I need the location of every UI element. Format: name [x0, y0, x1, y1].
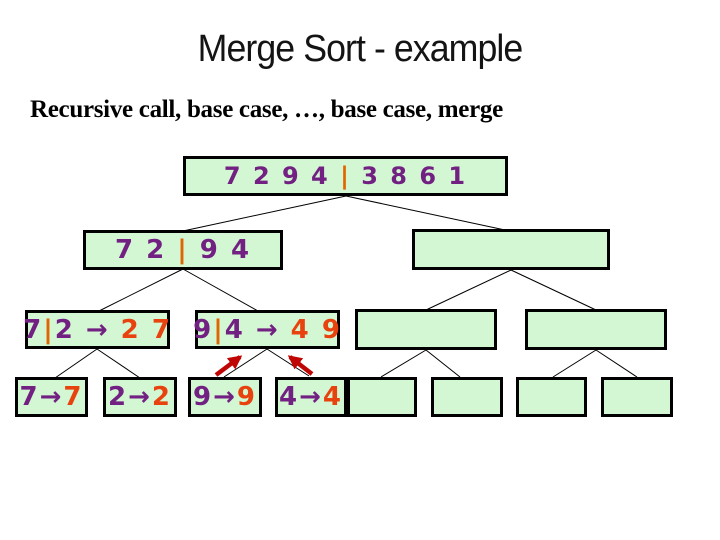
connector-line: [552, 349, 597, 378]
node-segment: 3 8 6 1: [350, 162, 468, 190]
merge-arrow-right: [287, 355, 314, 376]
node-segment: 4→: [279, 382, 323, 412]
node-segment: 4 9: [290, 314, 342, 345]
node-segment: |: [213, 314, 225, 345]
tree-leaf-empty-1: [347, 377, 417, 417]
node-segment: 2→: [108, 382, 152, 412]
tree-node-left-half: 7 2 | 9 4: [83, 230, 283, 270]
connector-line: [345, 195, 506, 231]
connector-line: [182, 195, 347, 232]
node-segment: 4: [322, 382, 343, 412]
connector-line: [425, 269, 512, 311]
connector-line: [510, 269, 597, 311]
tree-leaf-empty-3: [516, 377, 587, 417]
node-segment: |: [177, 235, 189, 265]
merge-arrow-left: [214, 355, 243, 377]
tree-node-right-half-empty: [412, 229, 610, 270]
node-segment: 2: [151, 382, 172, 412]
node-segment: 7: [63, 382, 84, 412]
node-segment: 9: [236, 382, 257, 412]
connector-line: [96, 348, 141, 379]
tree-leaf-7: 7→ 7: [15, 377, 88, 417]
tree-leaf-empty-2: [431, 377, 503, 417]
node-segment: 7→: [19, 382, 64, 412]
tree-node-72-merge: 7 | 2 → 2 7: [23, 310, 172, 349]
node-segment: 7 2: [114, 235, 178, 265]
tree-node-94-merge: 9 | 4 → 4 9: [193, 310, 342, 349]
connector-line: [54, 348, 98, 379]
node-segment: 7: [23, 314, 44, 345]
tree-node-root: 7 2 9 4 | 3 8 6 1: [183, 156, 508, 196]
slide-subtitle: Recursive call, base case, …, base case,…: [30, 96, 503, 123]
node-segment: 7 2 9 4: [223, 162, 341, 190]
connector-line: [425, 349, 461, 378]
tree-node-l3-empty-2: [525, 309, 667, 350]
node-segment: 2 →: [54, 314, 121, 345]
connector-line: [223, 348, 268, 378]
node-segment: 9: [193, 314, 214, 345]
slide-title: Merge Sort - example: [197, 28, 524, 70]
node-segment: 9 4: [188, 235, 252, 265]
tree-leaf-4: 4→ 4: [275, 377, 347, 417]
node-segment: 2 7: [120, 314, 172, 345]
connector-line: [266, 348, 310, 377]
tree-leaf-9: 9→ 9: [188, 377, 262, 417]
tree-leaf-empty-4: [601, 377, 673, 417]
node-segment: 4 →: [224, 314, 291, 345]
connector-line: [595, 349, 638, 378]
tree-node-l3-empty-1: [355, 309, 497, 350]
connector-line: [182, 268, 259, 312]
node-segment: 9→: [193, 382, 237, 412]
connector-line: [98, 268, 184, 312]
tree-leaf-2: 2→ 2: [103, 377, 177, 417]
connector-line: [380, 349, 427, 378]
node-segment: |: [43, 314, 55, 345]
node-segment: |: [340, 162, 351, 190]
